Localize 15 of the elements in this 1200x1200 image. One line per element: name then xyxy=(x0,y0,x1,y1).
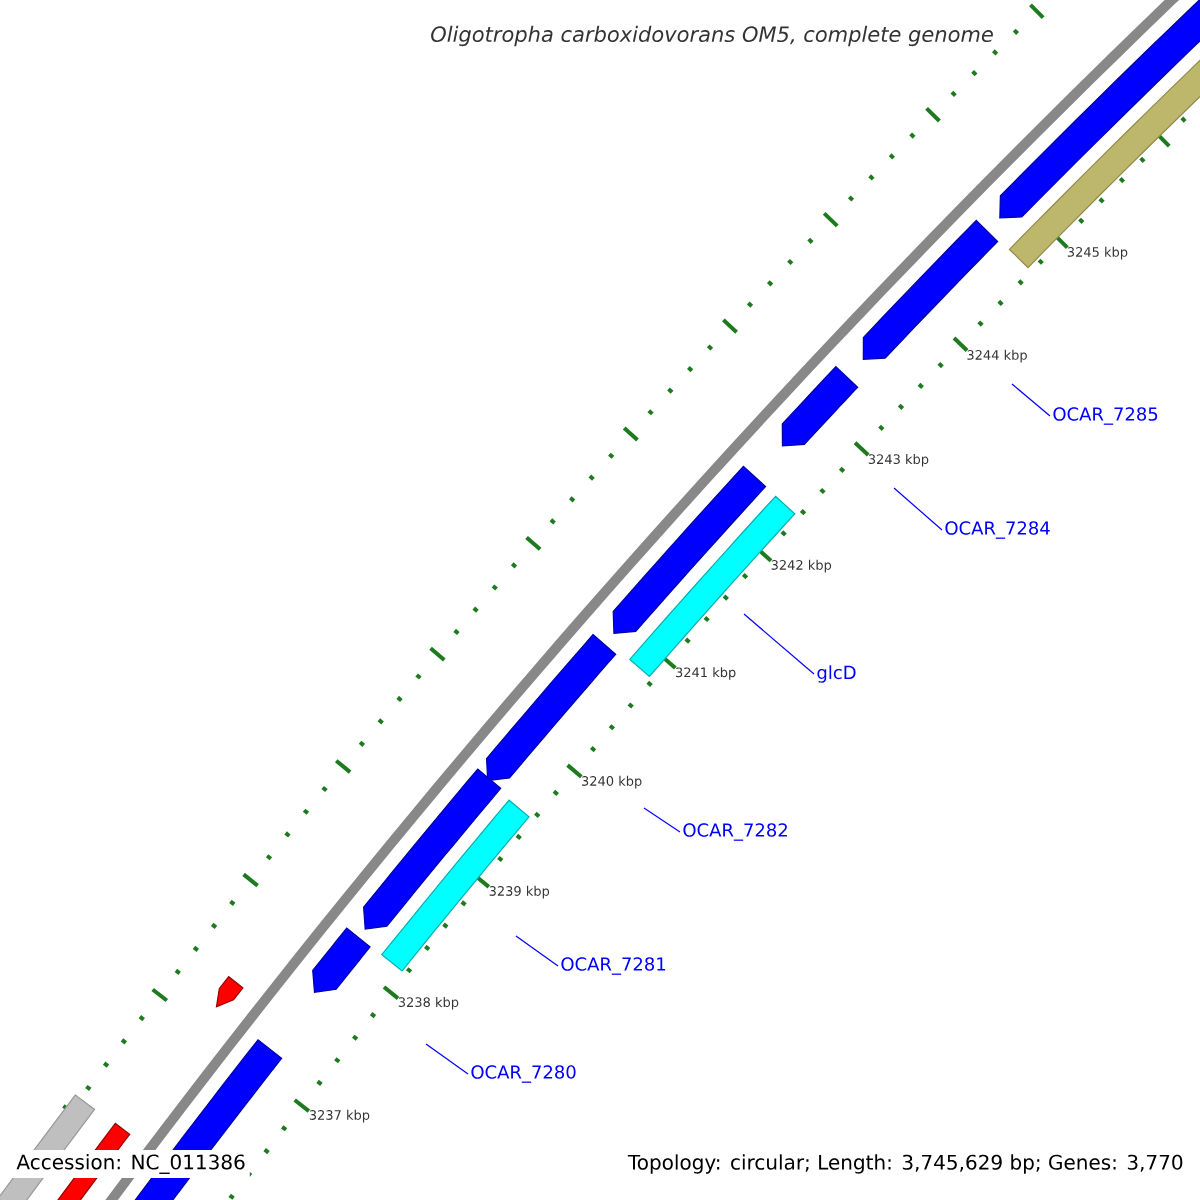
leader-line xyxy=(515,935,559,967)
info-text: Topology: circular; Length: 3,745,629 bp; Genes: 3,770 xyxy=(623,1150,1188,1178)
gene-label: OCAR_7281 xyxy=(561,957,666,975)
gene-label: OCAR_7282 xyxy=(683,823,787,841)
leader-line xyxy=(425,1043,469,1075)
gene-label: glcD xyxy=(817,665,856,683)
leader-line xyxy=(643,807,681,833)
leader-line xyxy=(893,487,943,531)
leader-line xyxy=(1011,383,1051,417)
title: Oligotropha carboxidovorans OM5, complete genome xyxy=(431,25,993,47)
gene-label: OCAR_7280 xyxy=(471,1065,576,1083)
info-text: Accession: NC_011386 xyxy=(12,1150,250,1178)
leader-line xyxy=(743,613,815,675)
gene-label: OCAR_7284 xyxy=(945,521,1050,539)
gene-label: OCAR_7285 xyxy=(1053,407,1158,425)
